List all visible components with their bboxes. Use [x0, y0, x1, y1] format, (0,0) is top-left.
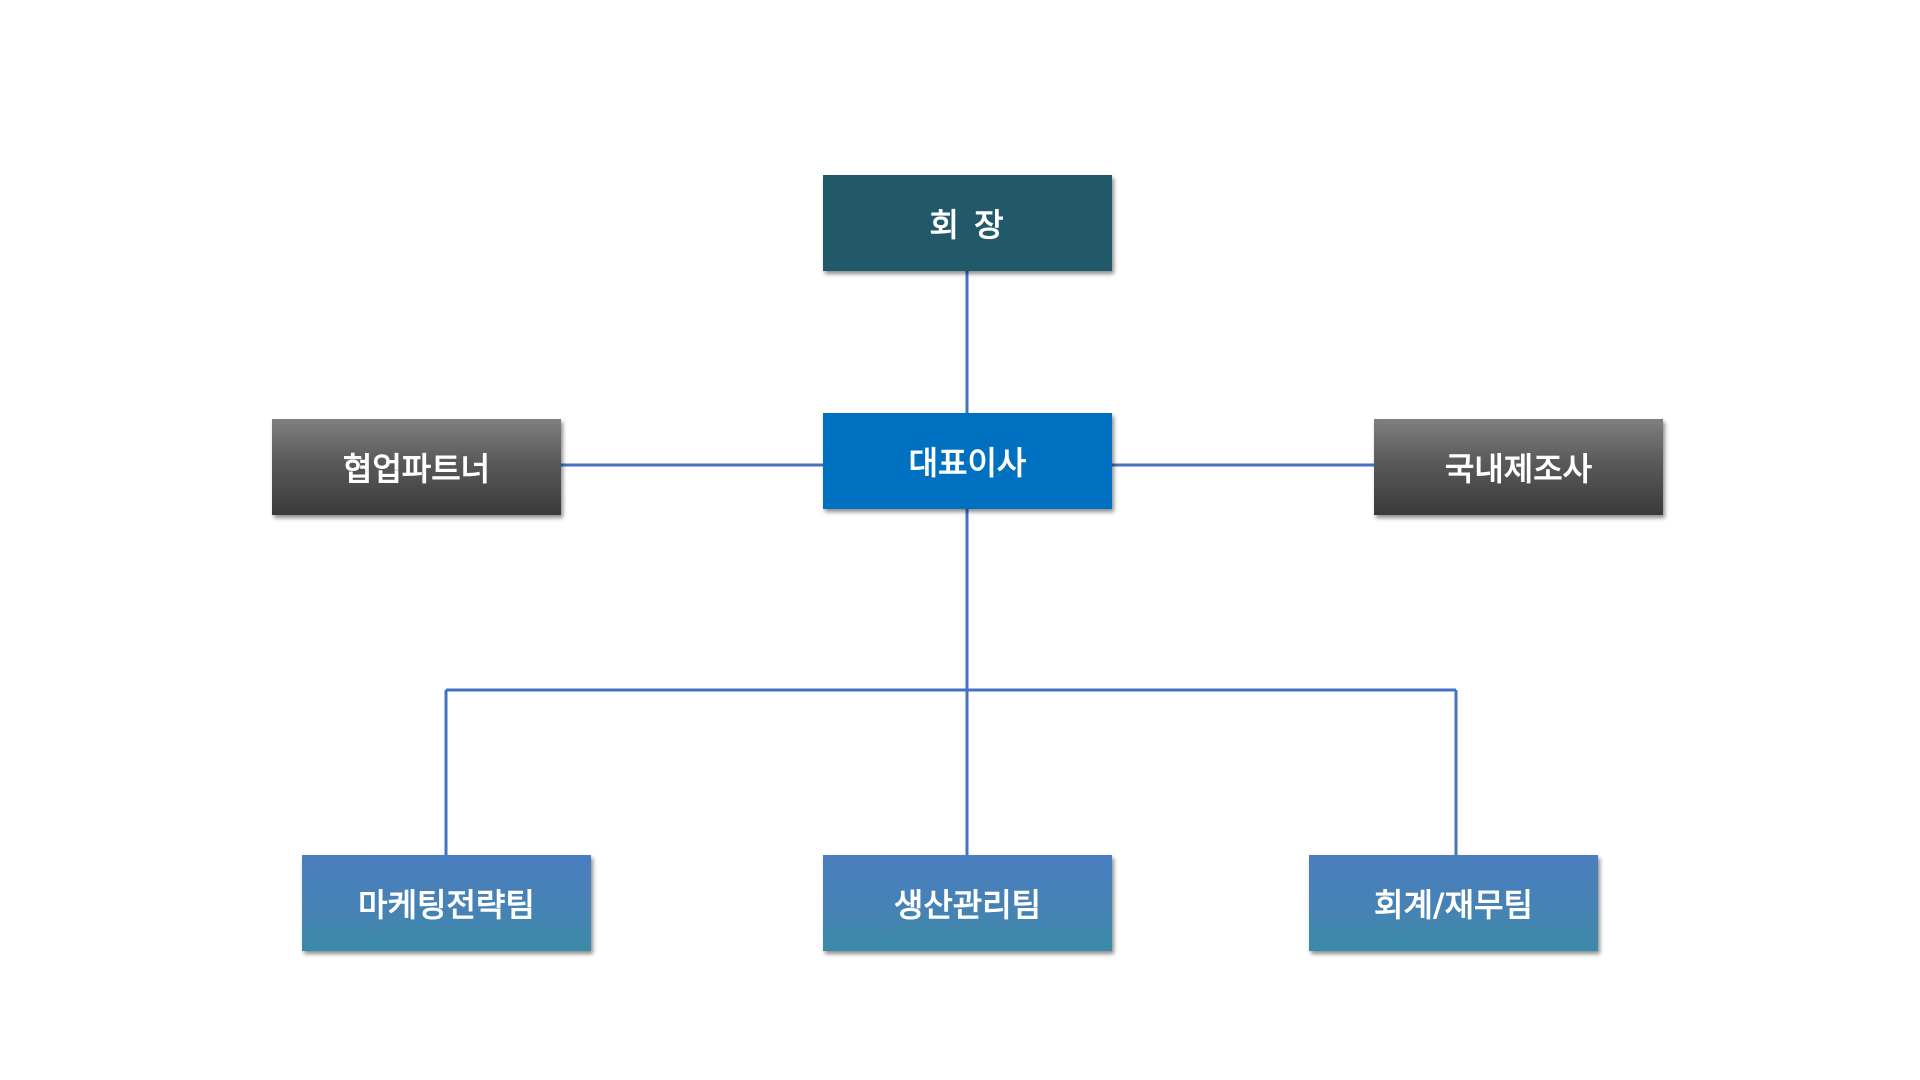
node-team-marketing: 마케팅전략팀 — [302, 855, 591, 951]
node-team-marketing-label: 마케팅전략팀 — [358, 886, 535, 924]
node-manufacturer: 국내제조사 — [1374, 419, 1663, 515]
node-team-production-label: 생산관리팀 — [893, 886, 1042, 924]
node-chairman: 회 장 — [823, 175, 1112, 271]
node-partner: 협업파트너 — [272, 419, 561, 515]
node-team-finance-label: 회계/재무팀 — [1374, 886, 1533, 924]
node-ceo-label: 대표이사 — [908, 444, 1027, 482]
node-partner-label: 협업파트너 — [342, 450, 491, 488]
node-manufacturer-label: 국내제조사 — [1444, 450, 1593, 488]
node-team-finance: 회계/재무팀 — [1309, 855, 1598, 951]
node-team-production: 생산관리팀 — [823, 855, 1112, 951]
node-chairman-label: 회 장 — [929, 206, 1006, 244]
node-ceo: 대표이사 — [823, 413, 1112, 509]
